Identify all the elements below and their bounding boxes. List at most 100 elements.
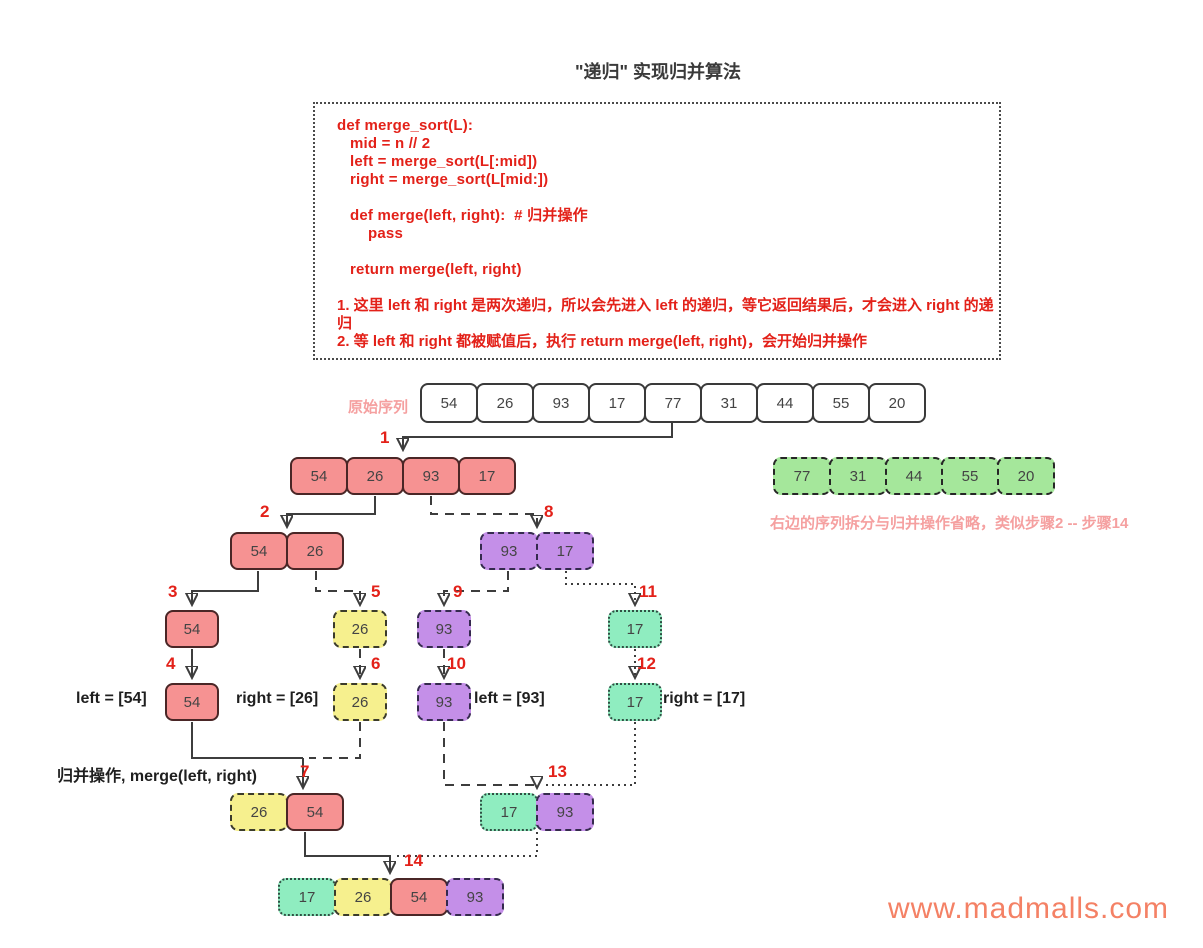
right-17-label: right = [17] <box>663 690 746 707</box>
seq-box-54: 54 <box>230 532 288 570</box>
step-number-2: 2 <box>260 502 270 521</box>
step-number-7: 7 <box>300 762 310 781</box>
code-line: def merge(left, right): # 归并操作 <box>350 207 588 224</box>
connector-step-14-right <box>396 832 538 857</box>
step-number-8: 8 <box>544 502 554 521</box>
step-number-1: 1 <box>380 428 390 447</box>
step3-box: 54 <box>165 610 219 648</box>
seq-box-17: 17 <box>608 683 662 721</box>
step4-box: 54 <box>165 683 219 721</box>
right-26-label: right = [26] <box>236 690 319 707</box>
seq-box-55: 55 <box>941 457 999 495</box>
seq-box-77: 77 <box>644 383 702 423</box>
step-number-4: 4 <box>166 654 176 673</box>
watermark: www.madmalls.com <box>888 892 1170 925</box>
code-line: pass <box>368 225 403 242</box>
page-title: "递归" 实现归并算法 <box>574 62 742 82</box>
seq-box-44: 44 <box>756 383 814 423</box>
seq-box-54: 54 <box>390 878 448 916</box>
seq-box-93: 93 <box>402 457 460 495</box>
seq-box-26: 26 <box>333 610 387 648</box>
seq-box-31: 31 <box>700 383 758 423</box>
code-line: mid = n // 2 <box>350 135 431 152</box>
original-sequence-label: 原始序列 <box>348 399 409 416</box>
step6-box: 26 <box>333 683 387 721</box>
step9-box: 93 <box>417 610 471 648</box>
code-line: def merge_sort(L): <box>337 117 474 134</box>
seq-box-93: 93 <box>532 383 590 423</box>
right-side-note: 右边的序列拆分与归并操作省略，类似步骤2 -- 步骤14 <box>770 515 1129 532</box>
connector-step-3 <box>192 571 259 604</box>
code-line: left = merge_sort(L[:mid]) <box>350 153 538 170</box>
connector-step-9 <box>444 571 509 604</box>
seq-box-17: 17 <box>536 532 594 570</box>
code-block: def merge_sort(L): mid = n // 2 left = m… <box>313 102 1001 360</box>
seq-box-54: 54 <box>420 383 478 423</box>
connector-step-7-right <box>309 722 361 759</box>
seq-box-93: 93 <box>446 878 504 916</box>
seq-box-26: 26 <box>476 383 534 423</box>
step5-box: 26 <box>333 610 387 648</box>
left-93-label: left = [93] <box>474 690 545 707</box>
connector-step-14-left <box>304 832 390 872</box>
step-number-9: 9 <box>453 582 463 601</box>
step12-box: 17 <box>608 683 662 721</box>
seq-box-54: 54 <box>165 610 219 648</box>
seq-box-77: 77 <box>773 457 831 495</box>
seq-box-93: 93 <box>417 683 471 721</box>
seq-box-17: 17 <box>278 878 336 916</box>
connector-step-7-left <box>191 722 303 759</box>
seq-box-20: 20 <box>997 457 1055 495</box>
step-number-11: 11 <box>639 582 657 601</box>
seq-box-44: 44 <box>885 457 943 495</box>
seq-box-93: 93 <box>536 793 594 831</box>
merge-operation-label: 归并操作, merge(left, right) <box>57 768 258 785</box>
connector-step-8 <box>430 496 537 526</box>
step-number-14: 14 <box>404 851 423 870</box>
step10-box: 93 <box>417 683 471 721</box>
code-note: 2. 等 left 和 right 都被赋值后，执行 return merge(… <box>337 333 868 350</box>
connector-step-5 <box>315 571 360 604</box>
seq-box-54: 54 <box>290 457 348 495</box>
code-line <box>337 189 985 207</box>
seq-box-26: 26 <box>334 878 392 916</box>
step-number-12: 12 <box>637 654 656 673</box>
seq-box-93: 93 <box>480 532 538 570</box>
step-number-3: 3 <box>168 582 178 601</box>
step-number-5: 5 <box>371 582 381 601</box>
seq-box-17: 17 <box>480 793 538 831</box>
seq-box-54: 54 <box>286 793 344 831</box>
step-number-10: 10 <box>447 654 466 673</box>
connector-step-1 <box>403 423 673 449</box>
seq-box-26: 26 <box>286 532 344 570</box>
seq-box-93: 93 <box>417 610 471 648</box>
seq-box-26: 26 <box>333 683 387 721</box>
connector-step-11 <box>565 571 635 604</box>
step-number-6: 6 <box>371 654 381 673</box>
seq-box-55: 55 <box>812 383 870 423</box>
code-line: right = merge_sort(L[mid:]) <box>350 171 549 188</box>
seq-box-17: 17 <box>588 383 646 423</box>
seq-box-26: 26 <box>230 793 288 831</box>
seq-box-20: 20 <box>868 383 926 423</box>
code-line <box>337 243 985 261</box>
code-line: return merge(left, right) <box>350 261 522 278</box>
seq-box-26: 26 <box>346 457 404 495</box>
connector-step-13-left <box>443 722 537 787</box>
seq-box-17: 17 <box>608 610 662 648</box>
seq-box-31: 31 <box>829 457 887 495</box>
connector-step-2 <box>287 496 376 526</box>
seq-box-17: 17 <box>458 457 516 495</box>
left-54-label: left = [54] <box>76 690 147 707</box>
step11-box: 17 <box>608 610 662 648</box>
